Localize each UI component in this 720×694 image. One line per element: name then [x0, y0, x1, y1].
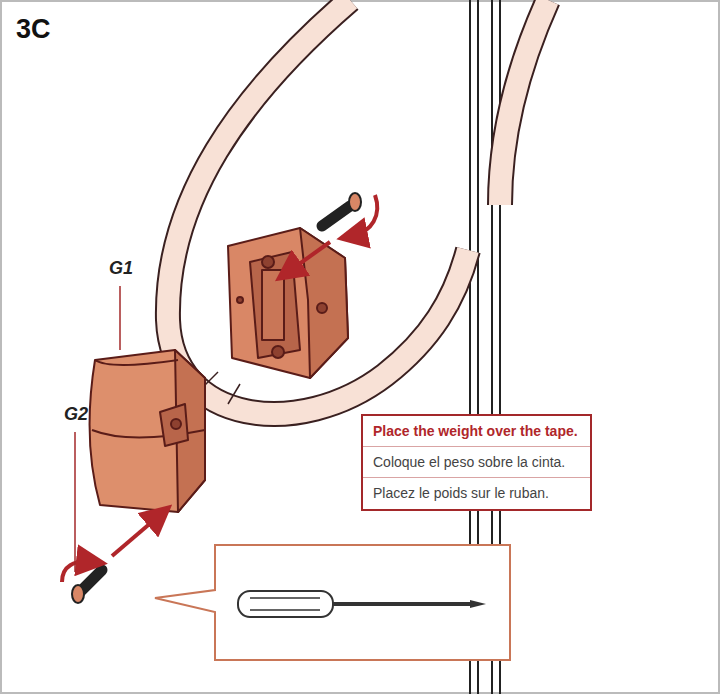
- instruction-text: Placez le poids sur le ruban.: [363, 477, 590, 508]
- step-number: 3C: [16, 14, 51, 45]
- instruction-heading: Place the weight over the tape.: [363, 416, 590, 446]
- leader-line: [74, 432, 76, 572]
- tool-callout: [155, 545, 510, 660]
- weight-half: [90, 350, 205, 512]
- instruction-text: Coloque el peso sobre la cinta.: [363, 446, 590, 477]
- leader-line: [119, 286, 121, 350]
- instruction-box: Place the weight over the tape.Coloque e…: [361, 414, 592, 511]
- part-label: G2: [64, 404, 88, 425]
- tube: [168, 0, 548, 414]
- screw: [288, 193, 377, 272]
- weight-half: [228, 228, 348, 378]
- screw: [62, 515, 160, 603]
- part-label: G1: [109, 258, 133, 279]
